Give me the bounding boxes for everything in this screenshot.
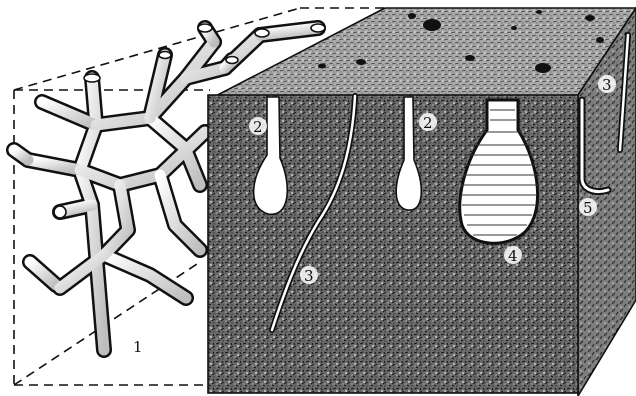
- label-4: 4: [508, 247, 518, 265]
- label-1: 1: [133, 338, 143, 356]
- label-3-front: 3: [304, 267, 314, 285]
- label-5: 5: [583, 199, 593, 217]
- label-2-left: 2: [253, 118, 263, 136]
- block-top-face: [208, 8, 636, 100]
- label-3-side: 3: [602, 76, 612, 94]
- label-2-middle: 2: [423, 114, 433, 132]
